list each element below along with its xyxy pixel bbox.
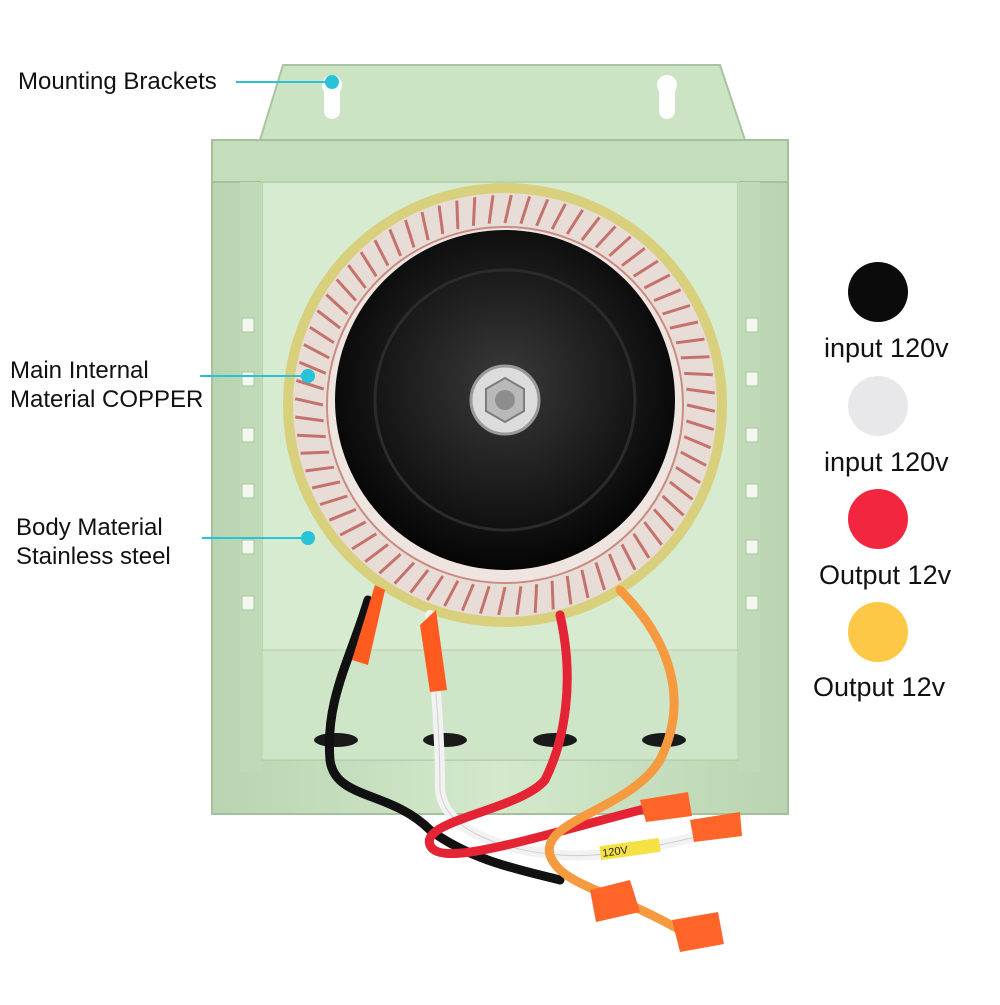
legend-label-white: input 120v: [824, 447, 949, 477]
copper-winding: [497, 586, 507, 616]
copper-winding: [420, 211, 430, 241]
copper-winding: [328, 508, 357, 522]
legend-swatch-yellow: [848, 602, 908, 662]
copper-winding: [298, 360, 327, 375]
copper-winding: [652, 508, 675, 532]
copper-winding: [378, 552, 402, 575]
copper-winding: [325, 293, 349, 316]
copper-winding: [662, 304, 691, 316]
callout-lines: [200, 81, 330, 539]
copper-winding: [565, 575, 573, 605]
copper-winding: [335, 278, 358, 302]
copper-winding: [621, 247, 646, 267]
copper-winding: [294, 397, 324, 407]
copper-winding: [685, 419, 715, 432]
copper-winding: [409, 568, 430, 594]
copper-winding: [316, 309, 342, 330]
copper-winding: [503, 194, 513, 224]
copper-winding: [519, 195, 532, 225]
copper-winding: [643, 521, 663, 546]
copper-winding: [305, 465, 335, 473]
copper-winding: [393, 561, 416, 585]
copper-winding: [339, 520, 367, 537]
copper-winding: [653, 288, 682, 302]
legend-swatch-white: [848, 376, 908, 436]
copper-winding: [675, 337, 705, 345]
wires: 120V: [324, 585, 742, 952]
copper-winding: [684, 371, 713, 377]
internal-material-label-line2: Material COPPER: [10, 386, 204, 413]
copper-winding: [594, 225, 617, 249]
copper-winding: [686, 403, 716, 413]
wire-tag: 120V: [602, 844, 630, 860]
copper-winding: [533, 584, 539, 613]
copper-winding: [437, 205, 445, 235]
copper-winding: [319, 494, 348, 506]
copper-winding: [388, 228, 402, 257]
body-material-label-line2: Stainless steel: [16, 543, 171, 570]
copper-winding: [478, 585, 491, 615]
copper-winding: [426, 575, 445, 601]
copper-winding: [309, 326, 335, 345]
copper-winding: [300, 450, 330, 455]
copper-winding: [580, 216, 601, 242]
copper-winding: [455, 200, 460, 230]
legend-swatch-black: [848, 262, 908, 322]
copper-winding: [668, 480, 694, 501]
copper-winding: [359, 251, 378, 278]
copper-winding: [295, 415, 324, 423]
copper-winding: [661, 494, 685, 517]
copper-winding: [404, 219, 416, 248]
mounting-brackets-label: Mounting Brackets: [18, 68, 217, 95]
center-cap: [335, 230, 675, 570]
copper-winding: [643, 273, 671, 290]
copper-winding: [373, 239, 390, 267]
body-material-label-line1: Body Material: [16, 514, 163, 541]
internal-material-label-line1: Main Internal: [10, 357, 149, 384]
copper-winding: [620, 543, 637, 571]
copper-winding: [311, 480, 341, 490]
copper-winding: [460, 583, 475, 612]
copper-winding: [471, 197, 477, 226]
copper-winding: [550, 203, 567, 230]
copper-winding: [295, 378, 325, 391]
copper-winding: [675, 465, 701, 484]
copper-winding: [443, 580, 460, 607]
legend-label-black: input 120v: [824, 333, 949, 363]
legend-label-red: Output 12v: [819, 560, 952, 590]
legend-swatch-red: [848, 489, 908, 549]
copper-winding: [608, 553, 622, 582]
copper-winding: [608, 235, 632, 258]
copper-winding: [487, 195, 495, 224]
copper-winding: [686, 387, 715, 395]
copper-winding: [632, 532, 651, 559]
copper-winding: [347, 264, 367, 289]
callout-dots: [301, 75, 339, 545]
copper-winding: [669, 320, 699, 330]
copper-winding: [535, 198, 550, 227]
copper-winding: [683, 435, 712, 450]
copper-winding: [580, 569, 590, 599]
copper-winding: [565, 209, 584, 235]
legend-label-yellow: Output 12v: [813, 672, 946, 702]
copper-winding: [351, 532, 378, 551]
copper-winding: [364, 543, 389, 563]
copper-winding: [680, 355, 710, 360]
copper-winding: [297, 433, 326, 439]
copper-winding: [550, 580, 555, 610]
copper-winding: [303, 343, 330, 360]
copper-winding: [632, 259, 659, 278]
copper-winding: [515, 586, 523, 615]
copper-winding: [594, 562, 606, 591]
copper-winding: [680, 450, 707, 467]
